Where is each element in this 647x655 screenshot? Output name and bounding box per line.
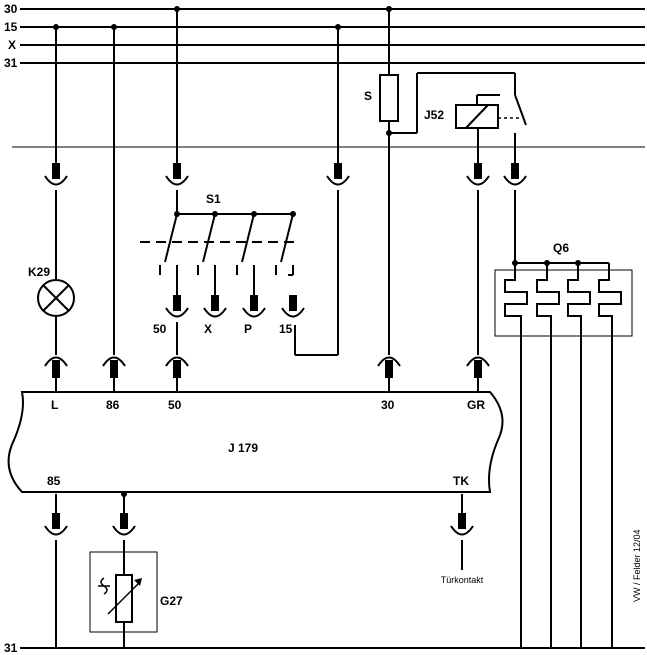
thermistor-symbol xyxy=(98,574,142,623)
connector-unit-50 xyxy=(165,356,189,392)
control-unit-body xyxy=(7,391,504,493)
connector-unit-l xyxy=(44,356,68,392)
switch-label: S1 xyxy=(206,192,221,206)
connector-upper-q6 xyxy=(503,163,527,186)
connector-unit-gr xyxy=(466,356,490,392)
unit-pin-50: 50 xyxy=(168,398,182,412)
ignition-switch xyxy=(140,213,295,276)
connector-upper-15 xyxy=(326,163,350,186)
unit-pin-30: 30 xyxy=(381,398,395,412)
connector-upper-l xyxy=(44,163,68,186)
lamp-label: K29 xyxy=(28,265,50,279)
connector-switch-15 xyxy=(281,295,305,318)
connector-upper-s1 xyxy=(165,163,189,186)
connector-switch-x xyxy=(203,295,227,318)
connector-bottom-85 xyxy=(44,513,68,536)
connector-unit-86 xyxy=(102,356,126,392)
switch-output-x: X xyxy=(204,322,212,336)
rail-label-15: 15 xyxy=(4,20,18,34)
heater-elements xyxy=(504,263,622,328)
relay-symbol xyxy=(455,94,527,129)
unit-pin-gr: GR xyxy=(467,398,485,412)
unit-pin-l: L xyxy=(51,398,58,412)
rail-label-31-bottom: 31 xyxy=(4,641,18,655)
unit-pin-86: 86 xyxy=(106,398,120,412)
connector-upper-gr xyxy=(466,163,490,186)
fuse-label: S xyxy=(364,89,372,103)
rail-label-31-top: 31 xyxy=(4,56,18,70)
relay-label: J52 xyxy=(424,108,444,122)
sensor-label: G27 xyxy=(160,594,183,608)
connector-switch-50 xyxy=(165,295,189,318)
wires xyxy=(55,9,613,648)
rail-label-x: X xyxy=(8,38,16,52)
door-contact-label: Türkontakt xyxy=(441,575,484,585)
heater-label: Q6 xyxy=(553,241,569,255)
sensor-box xyxy=(89,551,158,633)
fuse-symbol xyxy=(379,74,399,122)
connector-unit-30 xyxy=(377,356,401,392)
connector-bottom-tk xyxy=(450,513,474,536)
unit-pin-tk: TK xyxy=(453,474,469,488)
author-note: VW / Felder 12/04 xyxy=(632,529,642,602)
lamp-symbol xyxy=(37,279,75,317)
switch-output-p: P xyxy=(244,322,252,336)
connector-bottom-g27 xyxy=(112,513,136,536)
switch-output-15: 15 xyxy=(279,322,293,336)
unit-pin-85: 85 xyxy=(47,474,61,488)
switch-output-50: 50 xyxy=(153,322,167,336)
rail-label-30: 30 xyxy=(4,2,18,16)
connector-switch-p xyxy=(242,295,266,318)
control-unit-label: J 179 xyxy=(228,441,258,455)
heater-box xyxy=(494,269,633,337)
